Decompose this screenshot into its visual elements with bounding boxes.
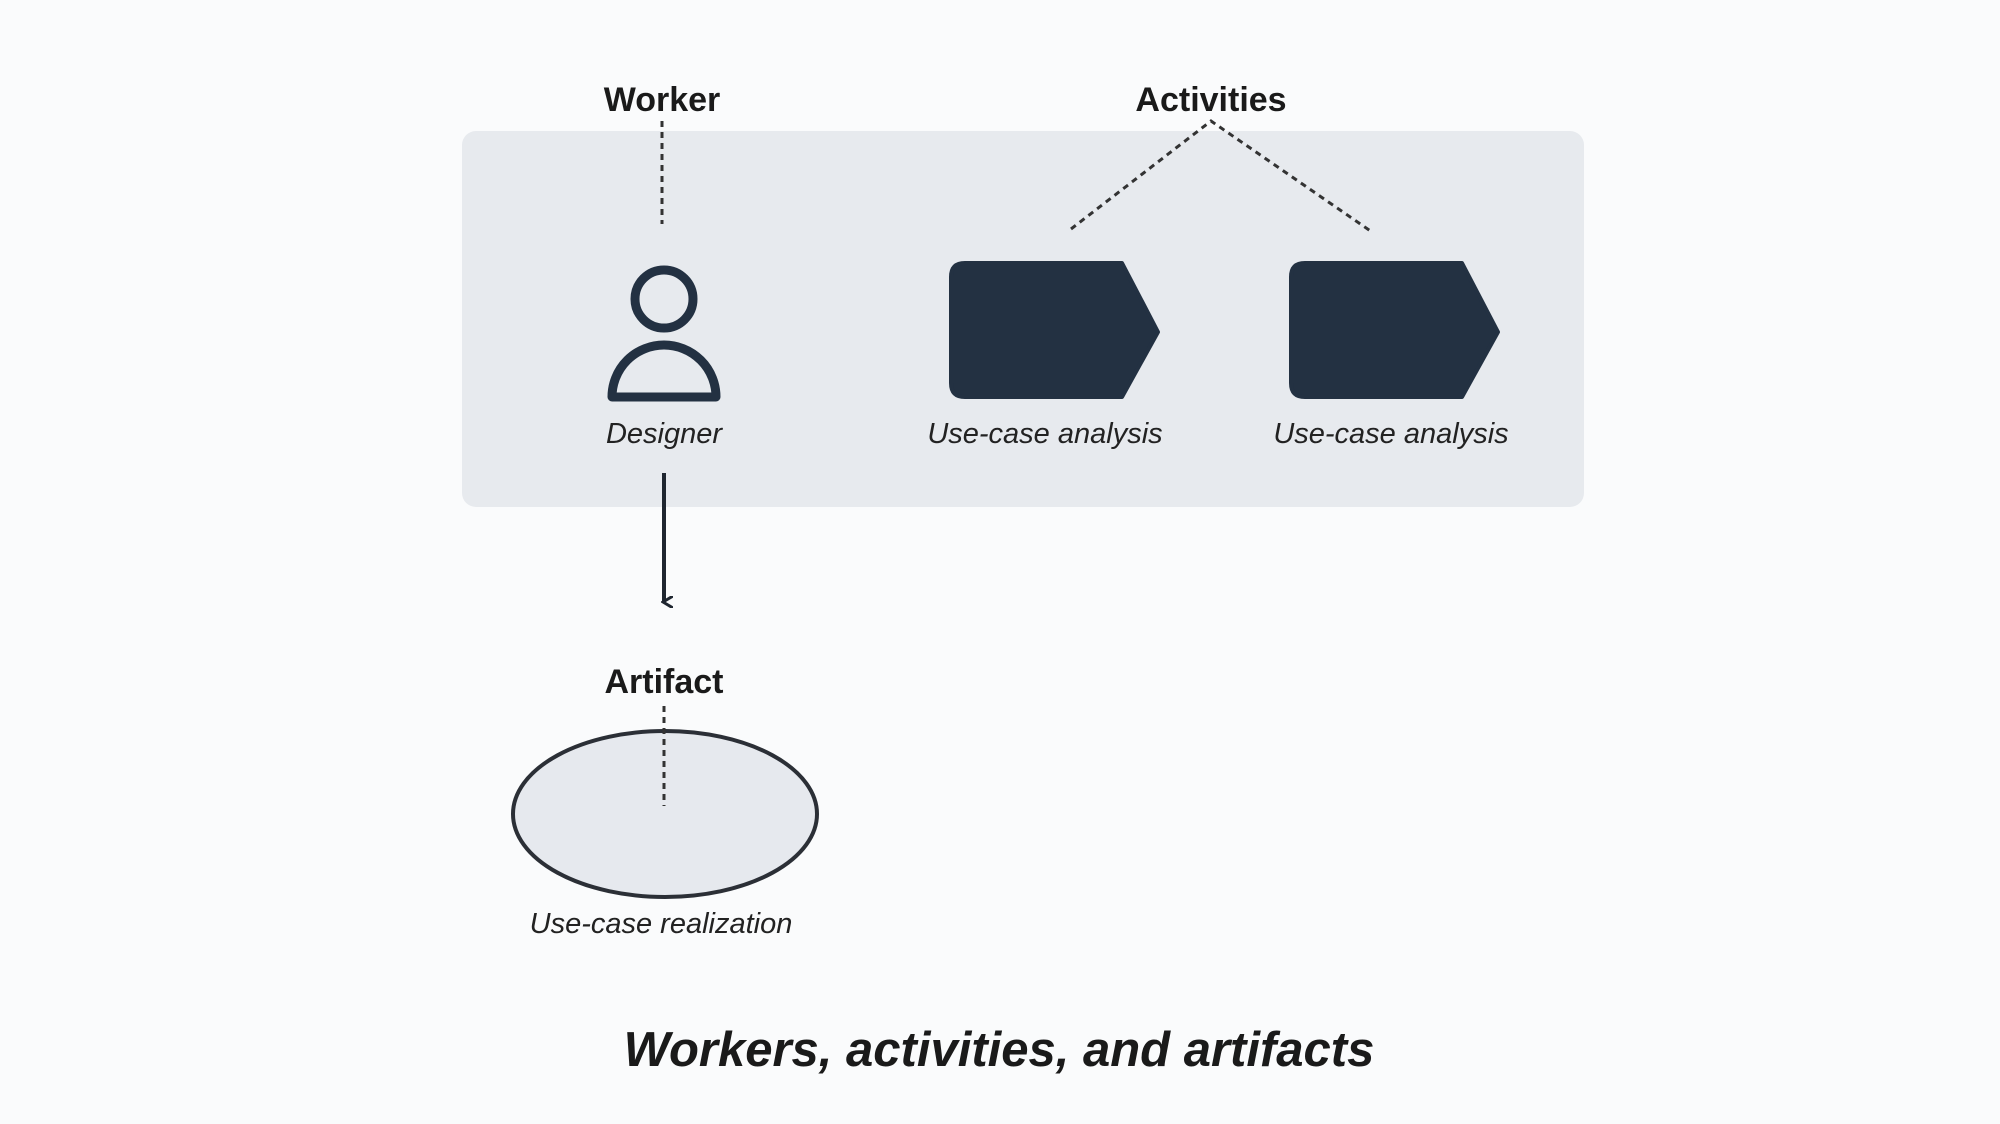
activity-label-1: Use-case analysis	[927, 418, 1162, 450]
designer-label: Designer	[606, 418, 723, 450]
artifact-heading: Artifact	[604, 663, 723, 701]
activities-heading: Activities	[1135, 81, 1286, 119]
person-icon	[607, 265, 721, 402]
activity-shape-2	[1289, 261, 1500, 399]
figure-caption: Workers, activities, and artifacts	[624, 1023, 1375, 1077]
artifact-label: Use-case realization	[530, 908, 793, 940]
worker-heading: Worker	[604, 81, 721, 119]
activities-dashed-connector	[1070, 119, 1373, 234]
activity-label-2: Use-case analysis	[1273, 418, 1508, 450]
activity-shape-1	[949, 261, 1160, 399]
